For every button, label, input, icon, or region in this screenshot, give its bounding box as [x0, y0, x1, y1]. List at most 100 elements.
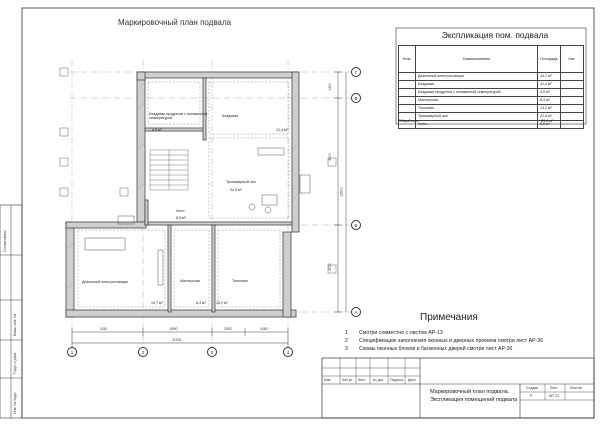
table-row: Кладовая продуктов с пониженной температ… [398, 88, 584, 97]
total-label: Общий итог [398, 119, 419, 123]
tb-sheet-header: Лист [550, 386, 558, 390]
table-row: Тренажерный зал 22,5 м² [398, 112, 584, 121]
room-area-hall: 8,5 м² [176, 216, 186, 220]
table-row: Холл 8,5 м² [398, 120, 584, 129]
axis-marker-4: 4 [283, 347, 293, 357]
room-area-workshop: 8,4 м² [196, 301, 206, 305]
tb-header-kol: Кол.уч. [342, 378, 354, 382]
col-header-cat: Кат. [560, 45, 584, 73]
tb-header-sign: Подпись [390, 378, 404, 382]
tb-header-izm: Изм. [324, 378, 332, 382]
stamp-sign-date: Подп. и дата [13, 352, 17, 374]
cell-area: 13,2 м² [537, 104, 561, 113]
cell-area: 8,4 м² [537, 96, 561, 105]
cell-area: 10,7 м² [537, 72, 561, 81]
table-row: Дизельный электростанции 10,7 м² [398, 72, 584, 81]
total-area: 89,8 м² [541, 119, 554, 123]
room-area-storage: 12,4 м² [276, 128, 288, 132]
note-number: 1 [345, 330, 348, 336]
cell-num [398, 104, 416, 113]
dim-bottom-total: 11700 [172, 338, 182, 342]
cell-num [398, 80, 416, 89]
axis-marker-2: 2 [138, 347, 148, 357]
table-row: Мастерская 8,4 м² [398, 96, 584, 105]
col-header-num: Ном. [398, 45, 416, 73]
dim-vertical-1: 1400 [327, 83, 332, 91]
tb-sheet-value: АР-13 [549, 394, 559, 398]
room-label-storage: Кладовая [222, 114, 239, 118]
cell-area: 4,0 м² [537, 88, 561, 97]
dim-bottom-3: 2000 [224, 327, 232, 331]
tb-stage-header: Стадия [526, 386, 539, 390]
note-item: 1 Смотри совместно с листом АР-13 [345, 330, 443, 336]
cell-name: Дизельный электростанции [415, 72, 538, 81]
room-area-generator: 10,7 м² [151, 301, 163, 305]
explication-title: Экспликация пом. подвала [441, 30, 549, 40]
dim-vertical-2: 4000 [327, 153, 332, 161]
dim-bottom-2: 8590 [170, 327, 178, 331]
dim-bottom-4: 4050 [260, 327, 268, 331]
cell-num [398, 88, 416, 97]
cell-name: Кладовая [415, 80, 538, 89]
dim-vertical-4: 4000 [327, 263, 332, 271]
room-area-cold-storage: 4,0 м² [152, 128, 162, 132]
note-number: 2 [345, 338, 348, 344]
note-number: 3 [345, 346, 348, 352]
cell-cat [560, 120, 584, 129]
cell-name: Тренажерный зал [415, 112, 538, 121]
cell-name: Топочная [415, 104, 538, 113]
explication-table: Ном. Наименование Площадь Кат. Дизельный… [398, 45, 584, 129]
note-text: Смотри совместно с листом АР-13 [359, 330, 443, 336]
note-text: Спецификацию заполнения оконных и дверны… [359, 338, 544, 344]
cell-cat [560, 104, 584, 113]
cell-num [398, 96, 416, 105]
axis-marker-g: Г [351, 67, 361, 77]
stamp-agreed: Согласовано [3, 230, 7, 252]
tb-stage-value: Р [530, 394, 533, 398]
dim-bottom-1: 1150 [100, 327, 108, 331]
cell-name: Холл [415, 120, 538, 129]
tb-header-list: Лист [358, 378, 366, 382]
stamp-orig-inv: Инв. № подл. [13, 391, 17, 414]
axis-marker-1: 1 [67, 347, 77, 357]
cell-cat [560, 88, 584, 97]
cell-cat [560, 80, 584, 89]
cell-area: 12,4 м² [537, 80, 561, 89]
tb-desc-line-1: Маркировочный план подвала. [430, 389, 510, 395]
room-label-hall: Холл [176, 209, 185, 213]
axis-marker-v: В [351, 93, 361, 103]
cell-cat [560, 72, 584, 81]
dim-vertical-3: 12600 [339, 187, 344, 197]
stamp-replaced-inv: Взам. инв. № [13, 313, 17, 336]
tb-sheets-header: Листов [570, 386, 582, 390]
plan-title: Маркировочный план подвала [118, 18, 232, 27]
room-label-boiler: Топочная [232, 279, 248, 283]
tb-desc-line-2: Экспликация помещений подвала [430, 397, 518, 403]
room-area-gym: 22,5 м² [230, 188, 242, 192]
axis-marker-3: 3 [207, 347, 217, 357]
col-header-area: Площадь [537, 45, 561, 73]
room-label-gym: Тренажерный зал [226, 180, 256, 184]
note-text: Схемы оконных блоков и балконных дверей … [359, 346, 513, 352]
room-area-boiler: 13,2 м² [216, 301, 228, 305]
cell-name: Кладовая продуктов с пониженной температ… [415, 88, 538, 97]
tb-header-date: Дата [408, 378, 416, 382]
cell-num [398, 72, 416, 81]
cell-cat [560, 96, 584, 105]
tb-header-doc: № док. [373, 378, 384, 382]
title-block-description: Маркировочный план подвала. Экспликация … [430, 388, 517, 404]
axis-marker-b: Б [351, 220, 361, 230]
explication-header-row: Ном. Наименование Площадь Кат. [398, 45, 584, 73]
room-label-cold-storage: Кладовая продуктов с пониженной температ… [149, 112, 208, 121]
room-label-workshop: Мастерская [180, 279, 200, 283]
col-header-name: Наименование [415, 45, 538, 73]
room-label-generator: Дизельный электростанции [82, 280, 129, 284]
cell-name: Мастерская [415, 96, 538, 105]
cell-cat [560, 112, 584, 121]
axis-marker-a: А [351, 307, 361, 317]
notes-title: Примечания [420, 312, 478, 323]
note-item: 3 Схемы оконных блоков и балконных дверей… [345, 346, 512, 352]
table-row: Кладовая 12,4 м² [398, 80, 584, 89]
